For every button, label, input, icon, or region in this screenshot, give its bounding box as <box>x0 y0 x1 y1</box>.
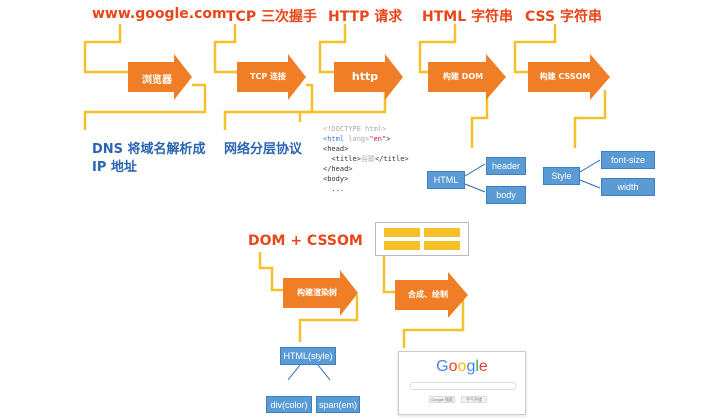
arrow-render-tree <box>283 270 358 316</box>
step-css-string: CSS 字符串 <box>525 9 602 25</box>
dom-cssom-label: DOM + CSSOM <box>248 233 363 249</box>
google-search-button: Google 搜索 <box>429 396 455 403</box>
step-html-string: HTML 字符串 <box>422 9 513 25</box>
layout-block <box>424 228 460 237</box>
arrow-tcp <box>237 54 306 100</box>
dom-node-header: header <box>486 157 526 175</box>
step-url: www.google.com <box>92 6 227 22</box>
cssom-node-font-size: font-size <box>601 151 655 169</box>
layout-block <box>384 228 420 237</box>
google-logo: Google <box>436 358 488 375</box>
render-node-span-em: span(em) <box>316 396 360 413</box>
lucky-button: 手气不错 <box>461 396 487 403</box>
arrow-label-browser: 浏览器 <box>142 75 172 86</box>
google-page-preview: Google Google 搜索 手气不错 <box>398 351 526 415</box>
html-code-snippet: <!DOCTYPE html> <html lang="en"> <head> … <box>323 125 409 193</box>
dns-note-line1: DNS 将域名解析成 <box>92 142 206 157</box>
arrow-label-tcp: TCP 连接 <box>250 72 286 81</box>
render-node-div-color: div(color) <box>266 396 312 413</box>
step-http-request: HTTP 请求 <box>328 9 403 25</box>
arrow-label-dom: 构建 DOM <box>442 72 484 81</box>
step-tcp: TCP 三次握手 <box>226 9 317 25</box>
layout-block <box>424 241 460 250</box>
layout-mockup <box>375 222 469 256</box>
arrow-dom <box>428 54 506 100</box>
arrow-composite <box>395 272 468 318</box>
cssom-node-style: Style <box>543 167 580 185</box>
dom-node-html: HTML <box>427 171 465 189</box>
network-layer-note: 网络分层协议 <box>224 142 303 157</box>
arrow-http <box>334 54 403 100</box>
arrow-label-cssom: 构建 CSSOM <box>539 72 591 81</box>
cssom-node-width: width <box>601 178 655 196</box>
render-node-html-style: HTML(style) <box>280 347 336 365</box>
dom-node-body: body <box>486 186 526 204</box>
arrow-label-http: http <box>351 70 379 83</box>
arrow-label-render-tree: 构建渲染树 <box>297 288 337 297</box>
arrow-label-composite: 合成、绘制 <box>408 290 448 299</box>
layout-block <box>384 241 420 250</box>
arrow-cssom <box>528 54 610 100</box>
dns-note-line2: IP 地址 <box>92 160 137 175</box>
google-search-box <box>410 382 516 390</box>
arrow-browser <box>128 54 192 100</box>
